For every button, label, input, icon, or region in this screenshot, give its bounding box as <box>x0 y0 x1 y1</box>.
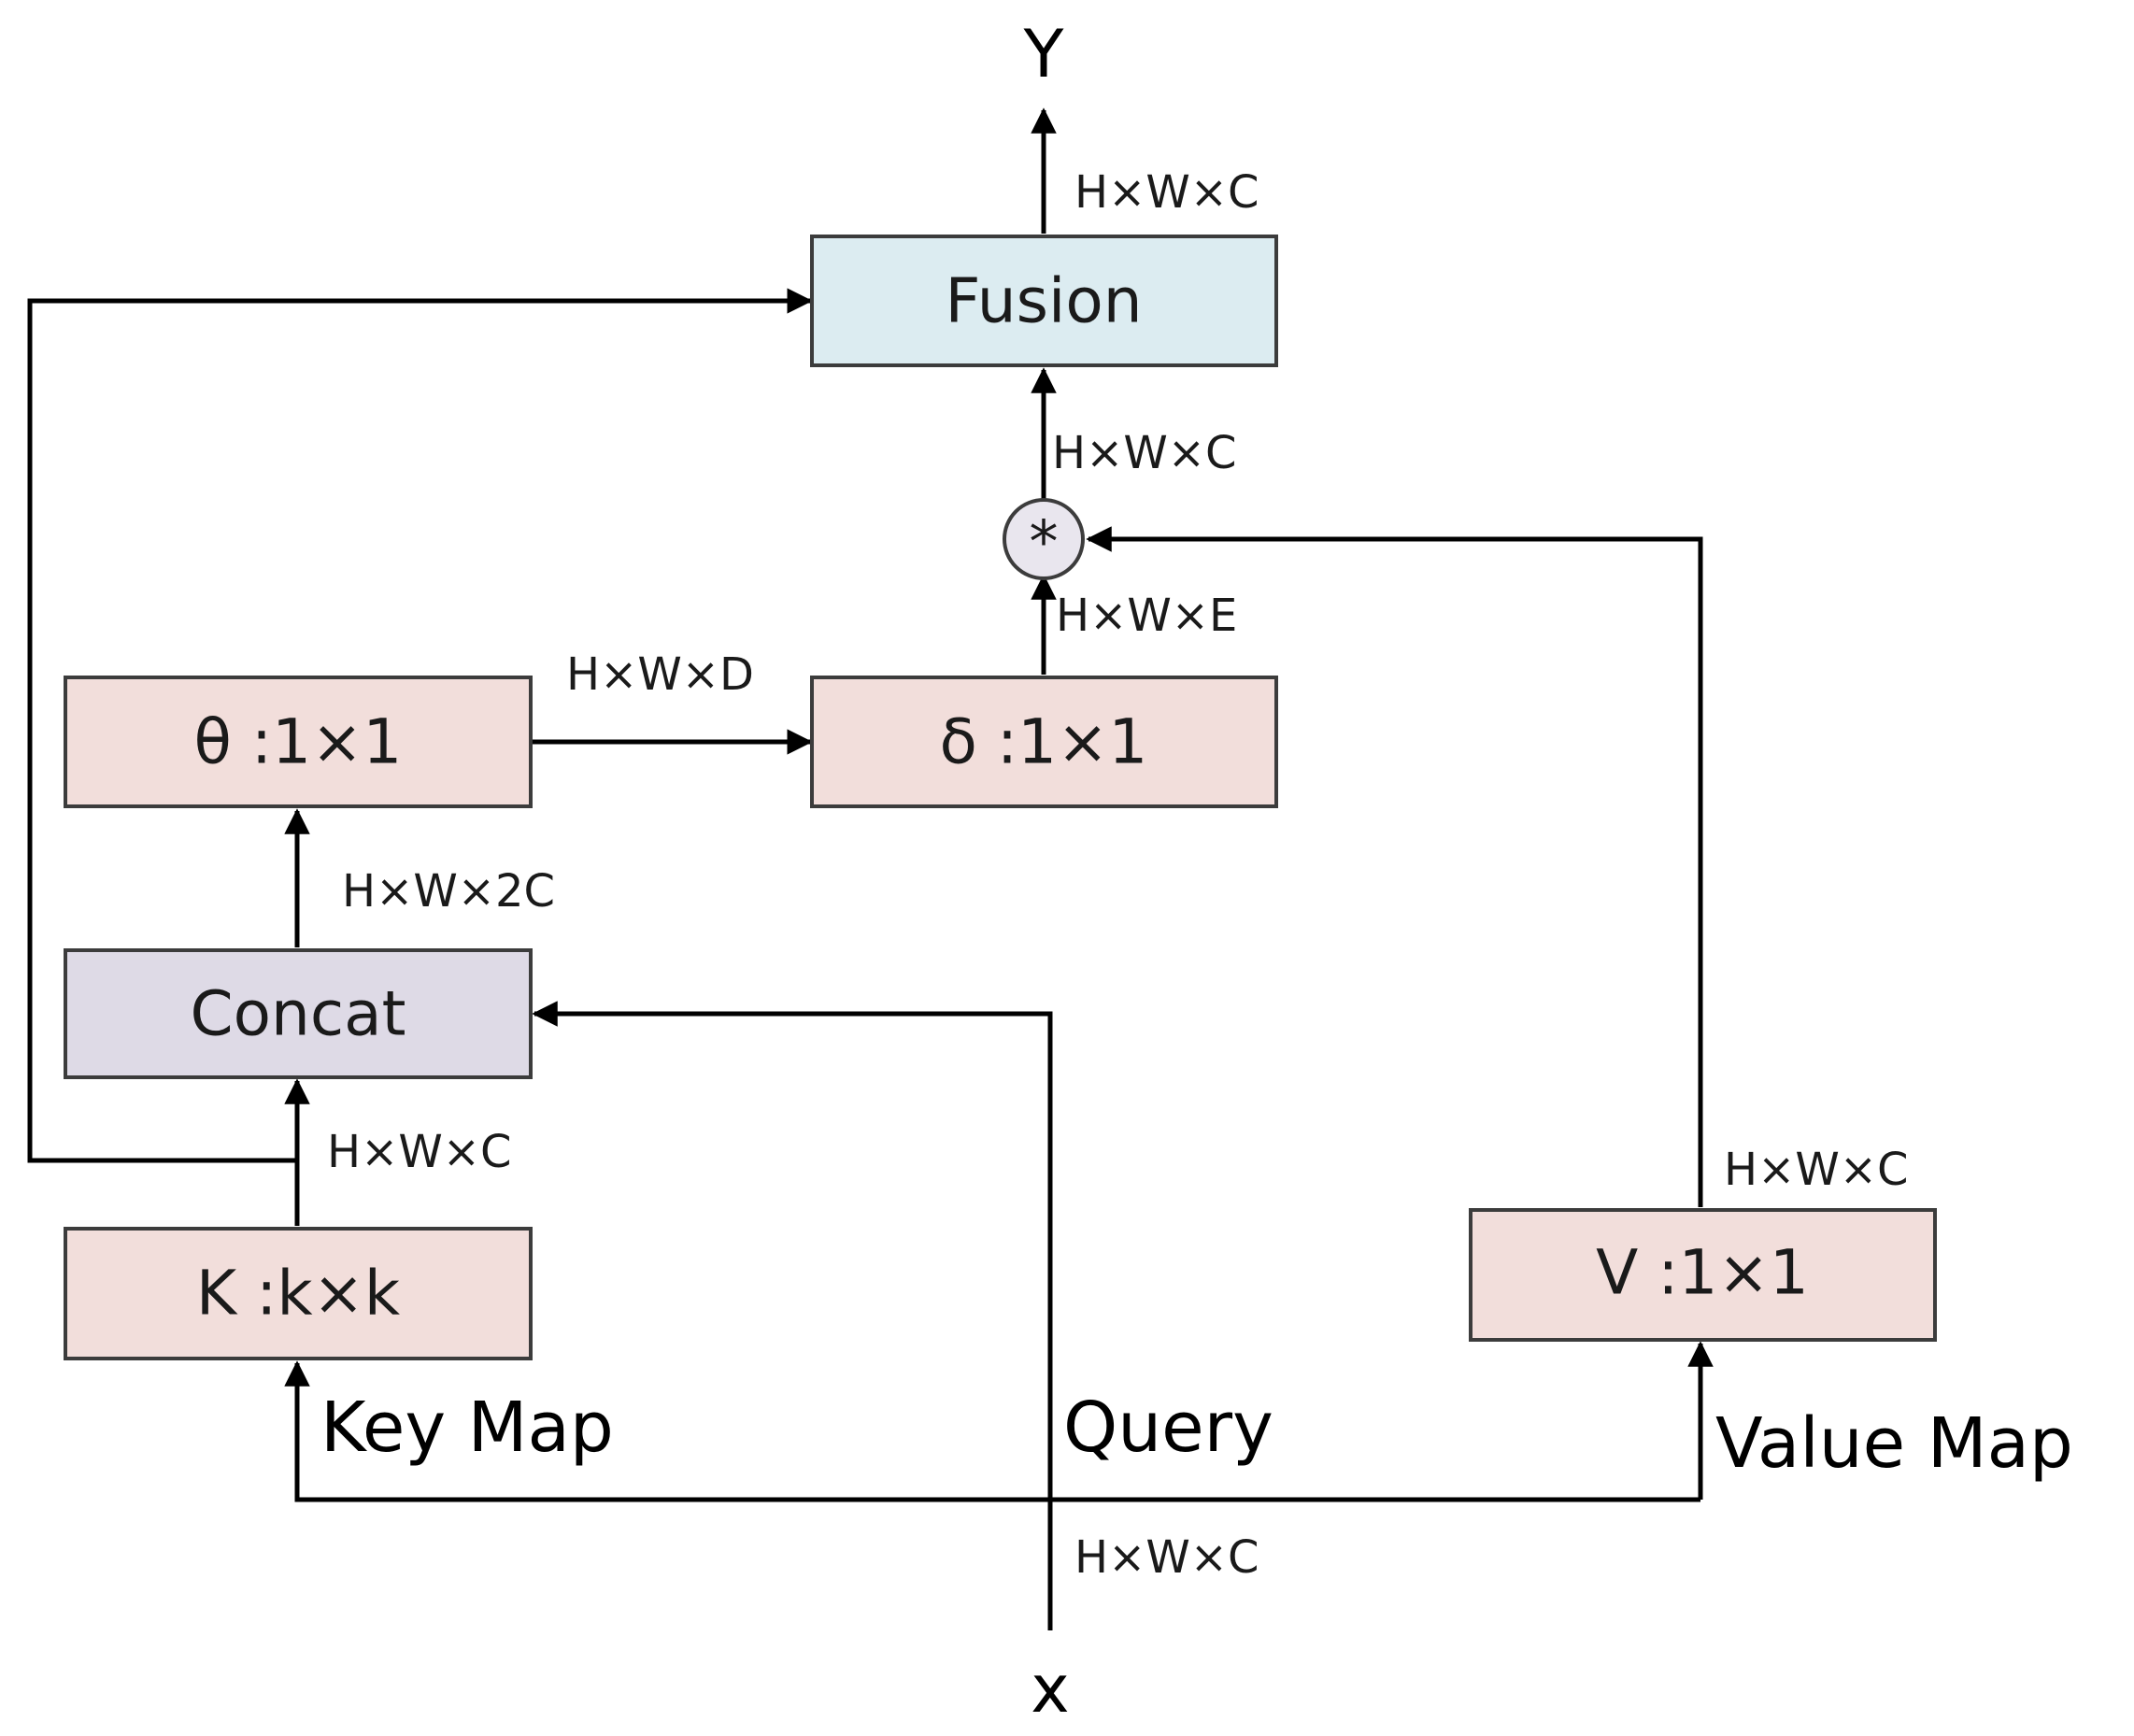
theta-node: θ :1×1 <box>64 676 533 808</box>
value-map-label: Value Map <box>1715 1403 2073 1484</box>
delta-label: δ :1×1 <box>940 706 1148 778</box>
output-label: Y <box>1023 16 1064 92</box>
edge-bus-to-key <box>284 1360 1700 1502</box>
concat-box <box>64 948 533 1079</box>
dim-mult-in: H×W×E <box>1056 590 1237 642</box>
dim-fusion-in: H×W×C <box>1052 427 1237 479</box>
concat-label: Concat <box>191 978 406 1050</box>
value-box <box>1469 1208 1937 1342</box>
multiply-circle <box>1003 498 1085 580</box>
edge-query-to-concat <box>532 1001 1053 1630</box>
edges <box>27 107 1714 1630</box>
value-node: V :1×1 <box>1469 1208 1937 1342</box>
query-label: Query <box>1063 1387 1273 1468</box>
fusion-box <box>810 235 1278 367</box>
input-label: x <box>1031 1651 1069 1728</box>
delta-node: δ :1×1 <box>810 676 1278 808</box>
delta-box <box>810 676 1278 808</box>
dim-output: H×W×C <box>1074 166 1259 219</box>
dim-input: H×W×C <box>1074 1531 1259 1584</box>
fusion-node: Fusion <box>810 235 1278 367</box>
dim-value-out: H×W×C <box>1724 1144 1909 1196</box>
dim-key-out: H×W×C <box>327 1126 512 1178</box>
edge-key-skip-to-fusion <box>27 288 813 1163</box>
theta-label: θ :1×1 <box>194 706 403 778</box>
multiply-symbol: * <box>1030 508 1059 576</box>
dim-concat-out: H×W×2C <box>342 865 555 918</box>
dim-theta-out: H×W×D <box>566 648 754 701</box>
edge-value-to-multiply <box>1086 526 1703 1207</box>
key-label: K :k×k <box>196 1258 401 1330</box>
key-node: K :k×k <box>64 1227 533 1360</box>
theta-box <box>64 676 533 808</box>
fusion-label: Fusion <box>945 265 1142 337</box>
multiply-node: * <box>1003 498 1085 580</box>
concat-node: Concat <box>64 948 533 1079</box>
key-box <box>64 1227 533 1360</box>
value-label: V :1×1 <box>1596 1237 1809 1309</box>
key-map-label: Key Map <box>320 1387 614 1468</box>
